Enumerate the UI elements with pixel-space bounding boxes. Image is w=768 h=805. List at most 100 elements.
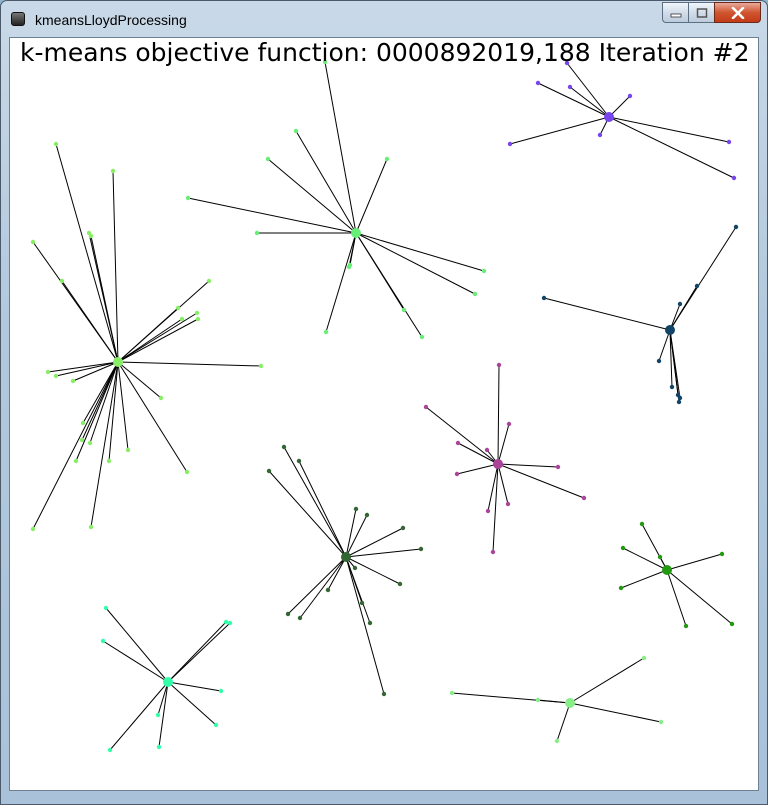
cluster-3-link-1	[566, 62, 610, 118]
cluster-2-link-3	[267, 158, 357, 234]
cluster-9-link-4	[569, 702, 662, 723]
cluster-4	[541, 224, 739, 405]
cluster-6-link-1	[283, 446, 347, 558]
cluster-7-link-7	[666, 569, 687, 627]
cluster-5	[423, 362, 587, 555]
cluster-1-point-19	[87, 440, 93, 446]
cluster-3-point-1	[564, 60, 570, 66]
cluster-2-point-11	[401, 307, 407, 313]
cluster-1-link-20	[75, 361, 119, 462]
cluster-2-point-3	[265, 156, 271, 162]
cluster-1-point-8	[194, 310, 200, 316]
cluster-5-link-9	[497, 463, 585, 499]
cluster-5-link-8	[497, 463, 509, 505]
cluster-7-link-6	[666, 569, 733, 625]
cluster-8-link-7	[167, 681, 217, 726]
cluster-2-link-13	[355, 232, 423, 338]
cluster-2-point-12	[323, 329, 329, 335]
maximize-button[interactable]	[688, 2, 714, 23]
cluster-6	[266, 444, 424, 697]
minimize-button[interactable]	[662, 2, 688, 23]
cluster-5-point-3	[506, 421, 512, 427]
cluster-6-link-5	[345, 514, 368, 558]
cluster-6-point-13	[325, 587, 331, 593]
cluster-1-link-1	[55, 143, 119, 363]
cluster-5-link-1	[497, 364, 500, 465]
cluster-3-point-8	[731, 175, 737, 181]
cluster-1-link-24	[32, 361, 119, 530]
cluster-1-link-9	[117, 318, 199, 363]
processing-canvas[interactable]: k-means objective function: 0000892019,1…	[9, 37, 759, 791]
cluster-3-link-3	[569, 86, 610, 118]
cluster-1-link-22	[117, 361, 129, 451]
cluster-4-point-5	[656, 358, 662, 364]
cluster-1-link-14	[55, 361, 119, 377]
cluster-7-point-1	[639, 521, 645, 527]
cluster-1-point-22	[125, 447, 131, 453]
close-button[interactable]	[714, 2, 761, 23]
cluster-8-point-8	[156, 744, 162, 750]
cluster-2-point-8	[346, 264, 352, 270]
cluster-7-point-2	[620, 545, 626, 551]
cluster-2-point-9	[481, 268, 487, 274]
cluster-7-link-4	[666, 553, 723, 571]
cluster-5-link-6	[497, 463, 559, 468]
cluster-6-link-6	[345, 527, 404, 558]
cluster-8-point-6	[155, 712, 161, 718]
cluster-1-point-13	[45, 369, 51, 375]
title-bar[interactable]: kmeansLloydProcessing	[1, 1, 767, 37]
cluster-3	[507, 60, 737, 181]
cluster-6-link-12	[299, 556, 347, 619]
cluster-5-link-7	[456, 463, 499, 475]
cluster-8-link-5	[167, 681, 222, 692]
cluster-2-link-8	[348, 232, 357, 268]
cluster-1-point-24	[30, 526, 36, 532]
cluster-3-point-5	[507, 141, 513, 147]
cluster-7-link-5	[620, 569, 668, 589]
cluster-5-point-6	[555, 464, 561, 470]
cluster-1-point-25	[88, 524, 94, 530]
cluster-6-point-11	[285, 611, 291, 617]
cluster-8-point-4	[100, 638, 106, 644]
cluster-4-link-9	[669, 329, 680, 403]
cluster-7-point-6	[729, 621, 735, 627]
cluster-4-point-1	[733, 224, 739, 230]
cluster-3-link-2	[537, 82, 610, 118]
cluster-6-point-3	[266, 468, 272, 474]
cluster-8-point-2	[223, 619, 229, 625]
cluster-1-link-16	[117, 361, 162, 399]
cluster-8-link-2	[167, 621, 227, 683]
cluster-5-point-9	[581, 495, 587, 501]
cluster-6-point-14	[367, 620, 373, 626]
cluster-5-centroid	[493, 459, 503, 469]
cluster-2-link-12	[325, 232, 357, 333]
cluster-6-point-2	[296, 458, 302, 464]
cluster-6-link-13	[327, 556, 347, 591]
cluster-2-link-1	[324, 61, 357, 234]
cluster-1-point-5	[88, 233, 94, 239]
cluster-2-point-5	[185, 195, 191, 201]
cluster-5-point-4	[455, 440, 461, 446]
cluster-4-point-8	[677, 395, 683, 401]
cluster-3-point-7	[726, 139, 732, 145]
cluster-4-point-9	[676, 399, 682, 405]
cluster-1-link-10	[117, 307, 179, 363]
cluster-1-link-12	[117, 361, 262, 367]
cluster-4-link-4	[543, 297, 671, 331]
cluster-5-point-2	[423, 404, 429, 410]
cluster-1-link-11	[117, 318, 183, 363]
cluster-4-link-2	[669, 285, 698, 331]
cluster-1-point-7	[206, 278, 212, 284]
cluster-8-link-3	[167, 622, 231, 683]
cluster-3-point-3	[567, 84, 573, 90]
cluster-7-point-3	[657, 554, 663, 560]
cluster-9-point-3	[535, 697, 541, 703]
cluster-2-point-6	[254, 230, 260, 236]
cluster-8-link-8	[158, 681, 169, 748]
maximize-icon	[696, 7, 707, 18]
cluster-8-link-6	[157, 681, 169, 716]
cluster-6-link-15	[345, 556, 385, 695]
cluster-9-point-2	[449, 690, 455, 696]
window-title: kmeansLloydProcessing	[35, 12, 187, 28]
cluster-1-point-6	[59, 278, 65, 284]
